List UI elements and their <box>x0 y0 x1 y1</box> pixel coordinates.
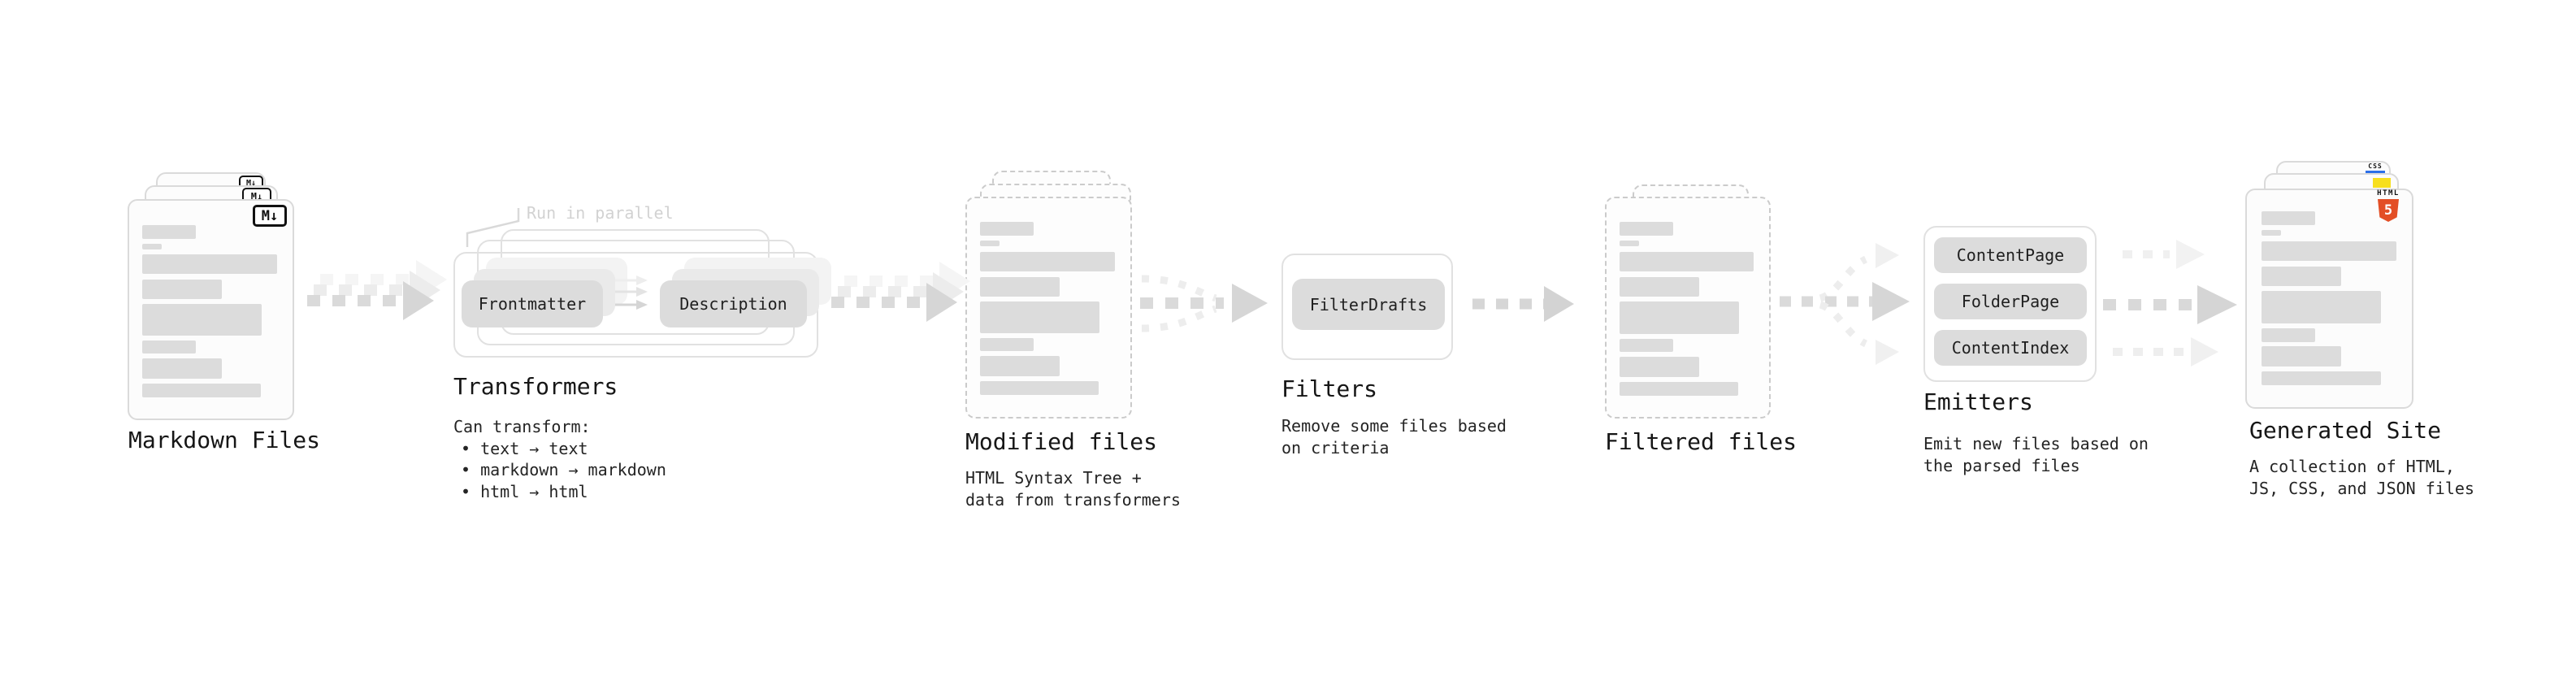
stage-label: Modified files <box>965 428 1158 455</box>
markdown-icon: M↓ <box>253 205 287 227</box>
skeleton-line <box>980 277 1060 297</box>
skeleton-line <box>2262 291 2381 323</box>
stage-description: Emit new files based on the parsed files <box>1923 433 2149 476</box>
skeleton-line <box>1620 241 1639 246</box>
skeleton-line <box>142 225 196 239</box>
desc-line: the parsed files <box>1923 455 2080 475</box>
arrow-emitters-to-site <box>2103 240 2237 367</box>
stage-description: Can transform: • text → text • markdown … <box>453 416 666 502</box>
skeleton-line <box>142 244 162 249</box>
stage-description: HTML Syntax Tree + data from transformer… <box>965 467 1181 510</box>
pill-description: Description <box>660 280 807 327</box>
skeleton-line <box>980 381 1099 395</box>
arrow-transformers-to-modified <box>831 262 970 322</box>
skeleton-line <box>1620 301 1739 334</box>
desc-line: • html → html <box>461 481 588 501</box>
skeleton-line <box>1620 382 1738 396</box>
filters-box <box>1281 254 1453 360</box>
skeleton-line <box>1620 357 1699 377</box>
stage-label: Filtered files <box>1605 428 1798 455</box>
desc-line: Emit new files based on <box>1923 434 2149 453</box>
pill-folderpage: FolderPage <box>1934 284 2087 319</box>
emitters-box <box>1923 226 2097 382</box>
skeleton-line <box>2262 346 2341 367</box>
skeleton-line <box>980 252 1115 271</box>
arrow-markdown-to-transformers <box>307 260 447 320</box>
skeleton-line <box>2262 371 2381 385</box>
arrow-filtered-to-emitters <box>1780 243 1910 365</box>
skeleton-line <box>2262 230 2281 236</box>
desc-line: Remove some files based <box>1281 416 1507 436</box>
skeleton-line <box>980 338 1034 351</box>
desc-line: HTML Syntax Tree + <box>965 468 1142 488</box>
skeleton-line <box>980 301 1099 333</box>
skeleton-line <box>980 356 1060 376</box>
skeleton-line <box>142 358 222 379</box>
js-icon <box>2373 178 2391 188</box>
skeleton-line <box>1620 252 1754 271</box>
pill-contentindex: ContentIndex <box>1934 330 2087 366</box>
skeleton-line <box>2262 211 2315 225</box>
skeleton-line <box>1620 222 1673 236</box>
html5-icon: HTML 5 <box>2375 190 2401 224</box>
skeleton-line <box>2262 267 2341 286</box>
pill-frontmatter: Frontmatter <box>462 280 603 327</box>
stage-label: Transformers <box>453 373 618 400</box>
pill-filterdrafts: FilterDrafts <box>1292 279 1445 330</box>
skeleton-line <box>142 340 196 354</box>
skeleton-line <box>1620 277 1699 297</box>
skeleton-line <box>2262 328 2315 342</box>
stage-description: Remove some files based on criteria <box>1281 415 1507 458</box>
run-in-parallel-note: Run in parallel <box>527 203 674 223</box>
css3-icon: CSS <box>2366 163 2385 174</box>
desc-line: data from transformers <box>965 489 1181 510</box>
stage-label: Markdown Files <box>128 427 321 453</box>
stage-label: Generated Site <box>2249 417 2442 444</box>
arrow-filters-to-filtered <box>1472 286 1574 322</box>
skeleton-line <box>142 384 261 397</box>
skeleton-line <box>142 280 222 299</box>
arrow-modified-to-filters <box>1140 275 1268 332</box>
stage-label: Emitters <box>1923 388 2033 415</box>
pill-contentpage: ContentPage <box>1934 237 2087 273</box>
stage-label: Filters <box>1281 375 1378 402</box>
skeleton-line <box>2262 241 2396 261</box>
skeleton-line <box>980 241 1000 246</box>
stage-description: A collection of HTML, JS, CSS, and JSON … <box>2249 456 2474 499</box>
desc-line: JS, CSS, and JSON files <box>2249 478 2474 498</box>
desc-line: A collection of HTML, <box>2249 457 2455 476</box>
skeleton-line <box>1620 339 1673 352</box>
desc-line: • markdown → markdown <box>461 460 666 479</box>
skeleton-line <box>980 222 1034 236</box>
skeleton-line <box>142 254 277 274</box>
desc-line: Can transform: <box>453 417 591 436</box>
skeleton-line <box>142 304 262 336</box>
desc-line: on criteria <box>1281 437 1390 458</box>
desc-line: • text → text <box>461 438 588 458</box>
